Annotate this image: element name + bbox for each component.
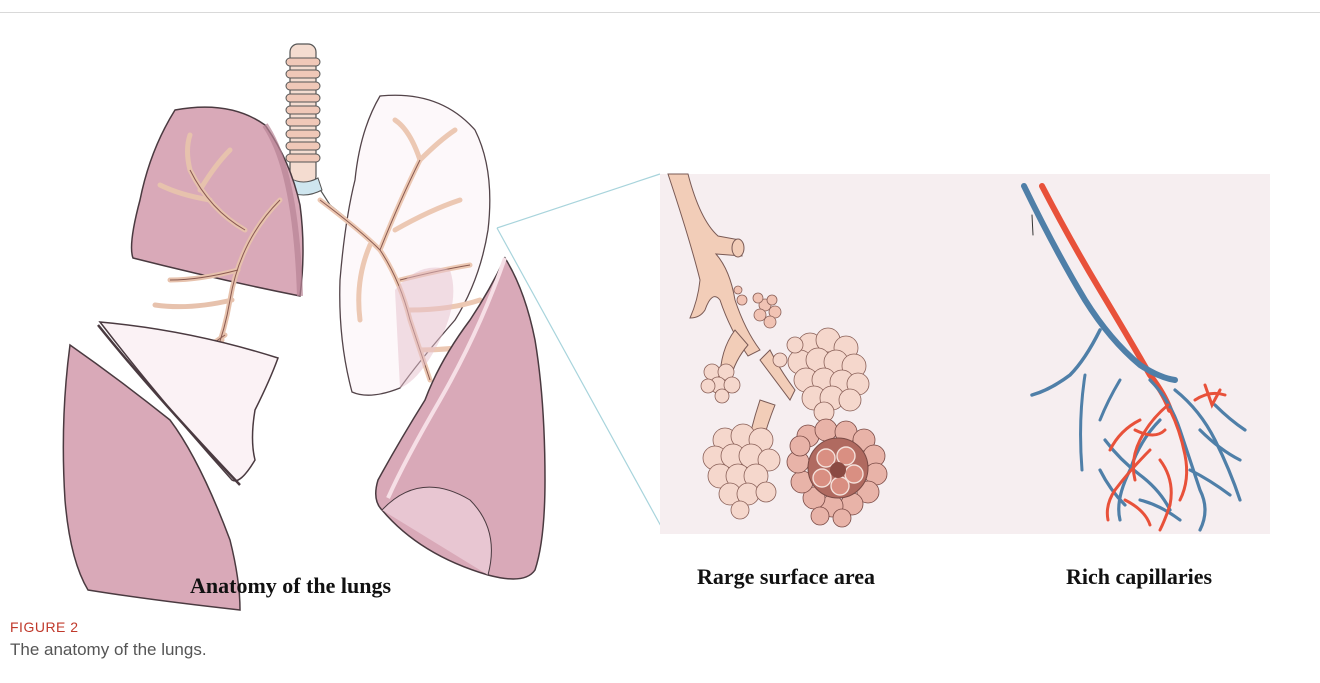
figure-caption: The anatomy of the lungs. [10, 640, 207, 660]
lung-anatomy-illustration [63, 44, 545, 610]
figure-number: FIGURE 2 [10, 619, 79, 635]
panel-label-anatomy: Anatomy of the lungs [190, 573, 391, 599]
panel-label-surface-area: Rarge surface area [697, 564, 875, 590]
panel-label-capillaries: Rich capillaries [1066, 564, 1212, 590]
